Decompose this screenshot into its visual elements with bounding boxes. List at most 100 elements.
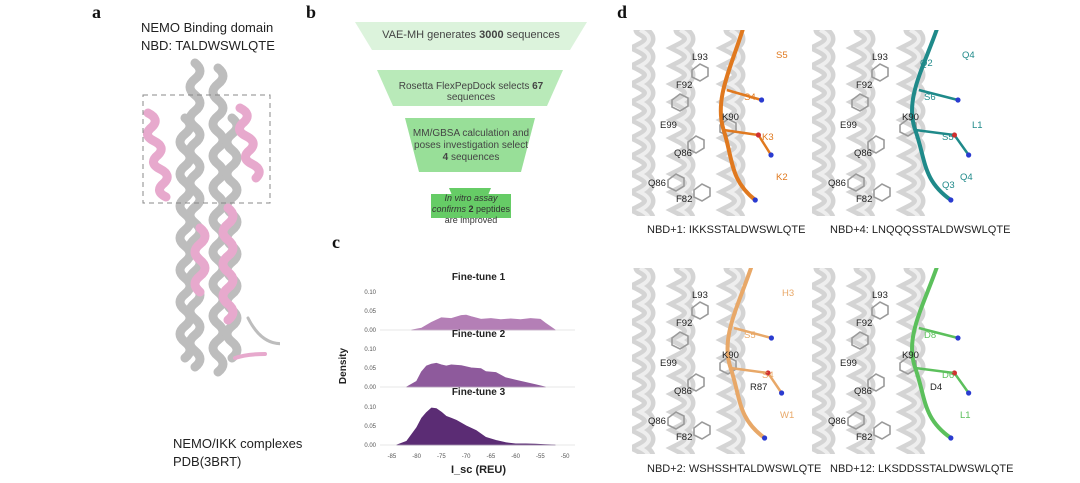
peptide-sidechain — [733, 326, 772, 340]
x-tick-label: -80 — [412, 454, 421, 460]
nemo-ikk-structure — [142, 58, 280, 377]
helix-highlight — [855, 30, 871, 216]
side-chain — [871, 63, 889, 82]
caption-nbd-plus-12: NBD+12: LKSDDSSTALDWSWLQTE — [830, 463, 1014, 475]
residue-label: F82 — [856, 432, 872, 443]
helix-highlight — [855, 268, 871, 454]
side-chain — [667, 411, 685, 430]
atom — [948, 435, 954, 441]
side-chain — [851, 93, 869, 112]
peptide-residue-label: S4 — [744, 92, 756, 103]
peptide-residue-label: L1 — [960, 410, 971, 421]
panel-d-label: d — [617, 2, 628, 22]
density-area — [411, 314, 556, 331]
y-tick-label: 0.10 — [364, 405, 376, 411]
side-chain — [867, 373, 885, 392]
helix-highlight — [635, 268, 651, 454]
nbd-sequence: NBD: TALDWSWLQTE — [141, 38, 275, 53]
side-chain — [691, 301, 709, 320]
residue-label: E99 — [660, 358, 677, 369]
atom — [951, 132, 957, 138]
series-title: Fine-tune 1 — [452, 272, 506, 283]
y-tick-label: 0.05 — [364, 366, 376, 372]
side-chain — [687, 373, 705, 392]
peptide-residue-label: Q4 — [960, 172, 973, 183]
residue-label: L93 — [872, 52, 888, 63]
residue-label: K90 — [902, 350, 919, 361]
funnel-step-2: Rosetta FlexPepDock selects 67 sequences — [398, 81, 544, 103]
nemo-title: NEMO Binding domain — [141, 20, 274, 35]
residue-label: F82 — [676, 432, 692, 443]
series-title: Fine-tune 3 — [452, 387, 506, 398]
peptide-residue-label: Q3 — [942, 180, 955, 191]
peptide-sidechain — [918, 88, 959, 102]
peptide-residue-label: S5 — [744, 330, 756, 341]
y-tick-label: 0.05 — [364, 424, 376, 430]
funnel-stage-1 — [355, 22, 587, 50]
helix-highlight — [905, 268, 921, 454]
y-tick-label: 0.05 — [364, 309, 376, 315]
x-tick-label: -55 — [536, 454, 545, 460]
residue-label: E99 — [840, 120, 857, 131]
peptide-residue-label: H3 — [782, 288, 794, 299]
funnel-stage-2 — [377, 70, 563, 106]
atom — [768, 335, 774, 341]
y-tick-label: 0.10 — [364, 347, 376, 353]
residue-label: F92 — [676, 318, 692, 329]
series-title: Fine-tune 2 — [452, 329, 506, 340]
residue-label: Q86 — [854, 386, 872, 397]
side-chain — [693, 421, 711, 440]
residue-label: F92 — [676, 80, 692, 91]
residue-label: Q86 — [674, 148, 692, 159]
peptide-residue-label: D6 — [942, 370, 954, 381]
atom — [762, 435, 768, 441]
peptide-trace — [910, 268, 953, 440]
peptide-residue-label: D8 — [924, 330, 936, 341]
atom — [768, 152, 774, 158]
funnel-step-4: In vitro assay confirms 2 peptides are i… — [431, 193, 511, 225]
residue-label: L93 — [692, 290, 708, 301]
side-chain — [671, 331, 689, 350]
density-area — [396, 407, 556, 446]
selection-funnel — [355, 22, 587, 218]
peptide-residue-label: S5 — [942, 132, 954, 143]
peptide-residue-label: S6 — [924, 92, 936, 103]
helix-highlight — [675, 268, 691, 454]
funnel-step-3: MM/GBSA calculation and poses investigat… — [412, 128, 530, 163]
residue-label: Q86 — [648, 178, 666, 189]
side-chain — [693, 183, 711, 202]
residue-label: K90 — [722, 112, 739, 123]
side-chain — [847, 411, 865, 430]
pdb-caption: PDB(3BRT) — [173, 454, 242, 469]
residue-label: Q86 — [674, 386, 692, 397]
x-tick-label: -65 — [487, 454, 496, 460]
complex-caption: NEMO/IKK complexes — [173, 436, 303, 451]
funnel-stage-4 — [431, 194, 511, 218]
y-axis-label: Density — [338, 348, 349, 385]
atom — [948, 197, 954, 203]
helix-highlight — [635, 30, 651, 216]
helix-highlight — [815, 268, 831, 454]
helix-highlight — [675, 30, 691, 216]
panel-c-label: c — [332, 232, 340, 252]
y-tick-label: 0.00 — [364, 385, 376, 391]
funnel-stage-3 — [405, 118, 535, 172]
x-tick-label: -85 — [388, 454, 397, 460]
x-tick-label: -50 — [561, 454, 570, 460]
side-chain — [871, 301, 889, 320]
peptide-trace — [725, 268, 767, 440]
atom — [966, 152, 972, 158]
x-tick-label: -75 — [437, 454, 446, 460]
residue-label: L93 — [872, 290, 888, 301]
x-axis-label: I_sc (REU) — [451, 464, 506, 476]
residue-label: D4 — [930, 382, 942, 393]
peptide-trace — [718, 30, 758, 202]
side-chain — [691, 63, 709, 82]
residue-label: Q86 — [828, 416, 846, 427]
side-chain — [873, 421, 891, 440]
caption-nbd-plus-2: NBD+2: WSHSSHTALDWSWLQTE — [647, 463, 822, 475]
side-chain — [847, 173, 865, 192]
